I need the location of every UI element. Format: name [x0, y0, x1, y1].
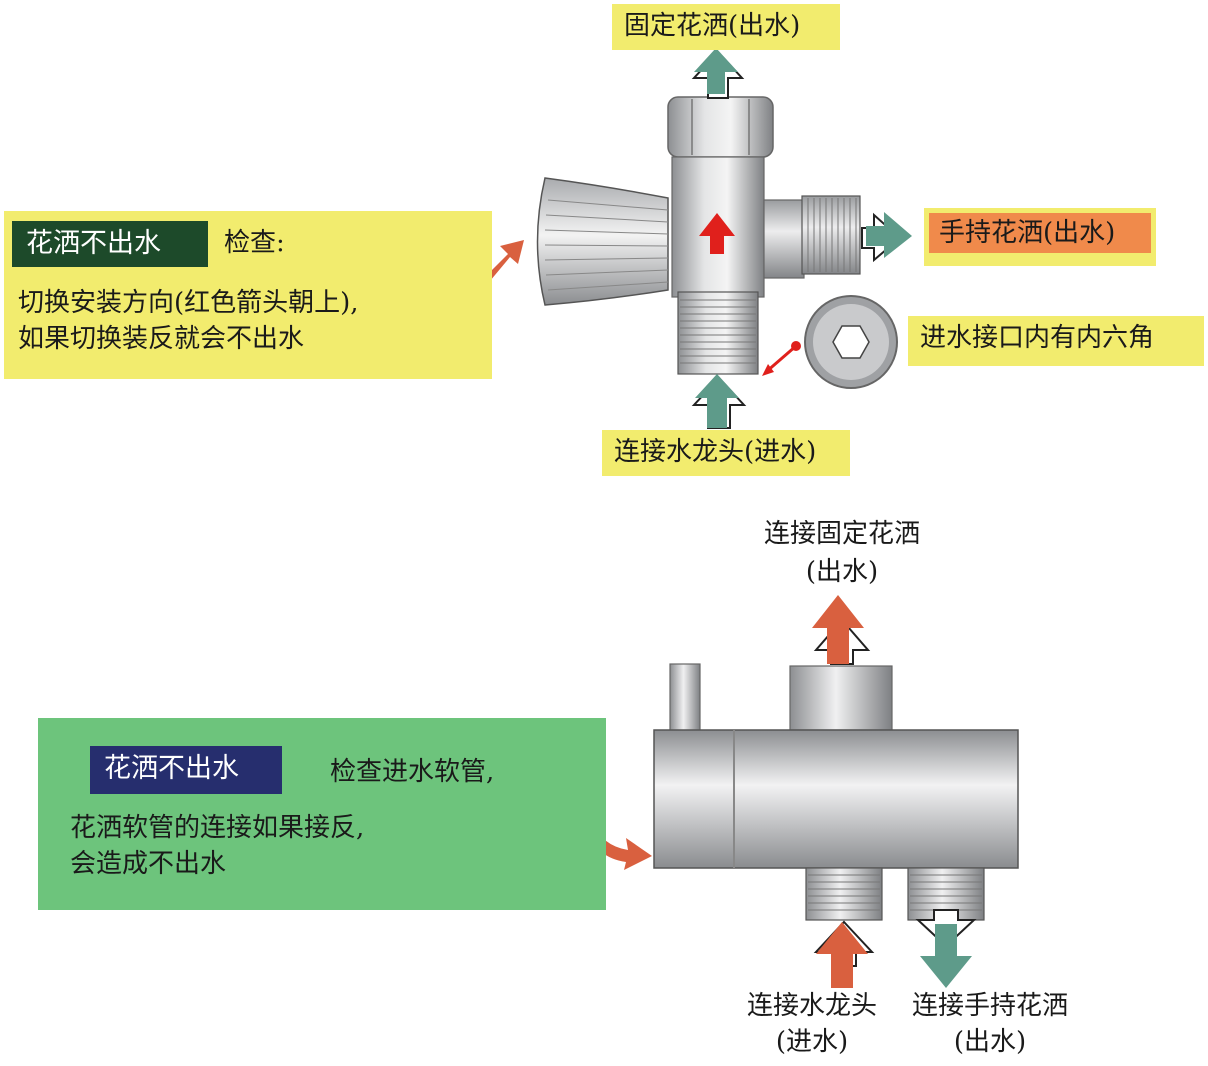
- bottom-label-fixed-line1: 连接固定花洒: [763, 519, 920, 549]
- bottom-inlet-arrow: [691, 374, 747, 429]
- bottom-thread: [677, 291, 759, 375]
- pointer-arrow-green-panel: [582, 820, 652, 870]
- red-direction-arrow: [699, 213, 735, 254]
- top-panel-check: 检查:: [224, 228, 285, 258]
- bottom-label-faucet-line1: 连接水龙头: [746, 991, 877, 1021]
- label-fixed-shower-outlet: 固定花洒(出水): [612, 4, 840, 50]
- label-handheld-shower-outlet: 手持花洒(出水): [924, 208, 1156, 266]
- bottom-panel-line2: 会造成不出水: [70, 849, 227, 879]
- right-outlet-arrow: [861, 212, 912, 263]
- bottom-label-handheld-line2: (出水): [953, 1027, 1027, 1057]
- right-outlet: [763, 195, 861, 279]
- bottom-panel-line1: 花洒软管的连接如果接反,: [70, 813, 365, 843]
- top-panel-tag: 花洒不出水: [12, 221, 208, 267]
- top-outlet-arrow: [691, 48, 745, 99]
- bottom-label-faucet-line2: (进水): [775, 1027, 849, 1057]
- valve-handle: [536, 177, 669, 306]
- label-hex-socket-note: 进水接口内有内六角: [908, 316, 1204, 366]
- bottom-info-panel: 花洒不出水 检查进水软管, 花洒软管的连接如果接反, 会造成不出水: [38, 718, 606, 910]
- hex-socket-icon: [804, 295, 898, 389]
- bottom-label-fixed-line2: (出水): [805, 557, 879, 587]
- diverter-top-outlet-arrow: [812, 595, 871, 665]
- bottom-panel-check: 检查进水软管,: [330, 757, 495, 787]
- hex-pointer-line: [762, 341, 801, 376]
- top-panel-line2: 如果切换装反就会不出水: [18, 324, 305, 354]
- diverter-knob: [669, 663, 701, 733]
- top-valve-illustration: [486, 48, 912, 429]
- diverter-handheld-outlet-arrow: [915, 909, 977, 988]
- bottom-label-handheld-line1: 连接手持花洒: [911, 991, 1068, 1021]
- top-info-panel: 花洒不出水 检查: 切换安装方向(红色箭头朝上), 如果切换装反就会不出水: [4, 211, 492, 379]
- bottom-panel-tag: 花洒不出水: [90, 746, 282, 794]
- diverter-body: [653, 729, 1019, 869]
- diverter-inlet-arrow: [813, 920, 875, 988]
- label-faucet-inlet: 连接水龙头(进水): [602, 430, 850, 476]
- diverter-top-outlet: [789, 665, 893, 731]
- top-panel-line1: 切换安装方向(红色箭头朝上),: [18, 288, 359, 318]
- pointer-arrow-left-panel: [486, 240, 524, 281]
- diverter-inlet-thread: [805, 867, 883, 921]
- label-handheld-inner: 手持花洒(出水): [929, 213, 1151, 253]
